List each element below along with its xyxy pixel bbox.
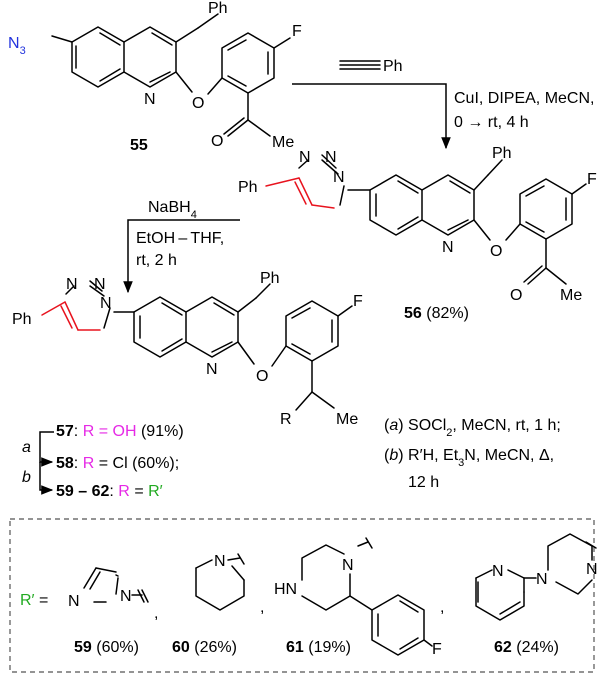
compound-56-o2: O — [510, 287, 522, 304]
product-n2: N — [94, 276, 106, 293]
step-2-time: rt, 2 h — [136, 252, 177, 269]
step-a-arrow — [39, 431, 54, 467]
product-o: O — [256, 368, 268, 385]
step-2-arrow — [123, 219, 240, 294]
compound-56-bonds — [369, 159, 587, 285]
compound-60-n: N — [214, 553, 226, 570]
compound-56: Ph N N N Ph N O F O Me 56 (82%) — [238, 145, 597, 322]
compound-61-f: F — [432, 641, 442, 658]
step-1: Ph CuI, DIPEA, MeCN, 0 → rt, 4 h — [292, 58, 594, 150]
compound-59-n1: N — [68, 593, 80, 610]
product-n1: N — [66, 276, 78, 293]
step-2: NaBH4 EtOH – THF, rt, 2 h — [123, 199, 240, 294]
comma-3: , — [440, 599, 444, 616]
product-bonds — [133, 283, 353, 411]
compound-61: HN N F 61 (19%) — [274, 537, 442, 658]
line-57: 57: R = OH (91%) — [56, 423, 184, 440]
compound-55-n: N — [144, 91, 156, 108]
step-1-cond-1: CuI, DIPEA, MeCN, — [454, 90, 594, 107]
compound-62-label: 62 (24%) — [494, 639, 559, 656]
step-2-reagent: NaBH4 — [148, 199, 197, 221]
alkyne-reagent-ph: Ph — [383, 58, 403, 75]
compound-56-n1: N — [299, 149, 311, 166]
compound-59-n2: N — [120, 588, 132, 605]
product-f: F — [353, 293, 363, 310]
compound-59-label: 59 (60%) — [74, 639, 139, 656]
compound-56-ph: Ph — [492, 145, 512, 162]
compound-55-bonds — [51, 13, 291, 137]
compound-56-ph-red: Ph — [238, 179, 258, 196]
line-58: 58: R = Cl (60%); — [56, 455, 179, 472]
compound-56-n: N — [442, 239, 454, 256]
compound-60-label: 60 (26%) — [172, 639, 237, 656]
step-2-solvent: EtOH – THF, — [136, 230, 224, 247]
compound-55-o2: O — [211, 133, 223, 150]
compound-56-me: Me — [560, 287, 582, 304]
rprime-box — [9, 518, 595, 673]
compound-56-n3: N — [325, 149, 337, 166]
compound-62-n2: N — [536, 571, 548, 588]
product-n: N — [206, 361, 218, 378]
compound-60: N 60 (26%) — [172, 553, 245, 656]
substituent-list: 57: R = OH (91%) 58: R = Cl (60%); 59 – … — [22, 423, 184, 500]
compound-61-label: 61 (19%) — [286, 639, 351, 656]
condition-b: (b) R′H, Et3N, MeCN, Δ, — [384, 447, 554, 469]
compound-59: N N 59 (60%) — [68, 567, 149, 656]
compound-56-triazole — [265, 154, 371, 209]
compound-55-number: 55 — [130, 137, 148, 154]
compound-56-n2: N — [333, 169, 345, 186]
comma-2: , — [260, 599, 264, 616]
product-ph-red: Ph — [12, 311, 32, 328]
compound-61-n: N — [342, 557, 354, 574]
compound-55-f: F — [292, 23, 302, 40]
compound-55-ph: Ph — [208, 0, 228, 17]
alkyne-reagent — [339, 60, 381, 70]
comma-1: , — [154, 605, 158, 622]
product-triazole — [41, 280, 135, 331]
product-me: Me — [336, 411, 358, 428]
product-r: R — [280, 411, 292, 428]
step-1-cond-2: 0 → rt, 4 h — [454, 114, 529, 131]
product-n3: N — [100, 295, 112, 312]
step-a-label: a — [22, 439, 31, 456]
compound-55: N3 Ph N O F O Me 55 — [8, 0, 302, 154]
compound-55-azide: N3 — [8, 35, 26, 57]
compound-56-f: F — [587, 171, 597, 188]
compound-56-label: 56 (82%) — [404, 305, 469, 322]
step-b-arrow — [39, 462, 54, 495]
step-1-arrow — [292, 83, 451, 150]
line-59-62: 59 – 62: R = R′ — [56, 483, 163, 500]
condition-b-time: 12 h — [408, 474, 439, 491]
compound-62: N N N 62 (24%) — [475, 533, 598, 656]
conditions: (a) SOCl2, MeCN, rt, 1 h; (b) R′H, Et3N,… — [384, 417, 561, 491]
compound-61-hn: HN — [274, 581, 297, 598]
compound-55-me: Me — [272, 134, 294, 151]
compound-62-n1: N — [492, 563, 504, 580]
step-b-label: b — [22, 469, 31, 486]
compound-55-o: O — [192, 95, 204, 112]
compound-57: Ph N N N Ph N O F R Me — [12, 270, 363, 428]
product-ph: Ph — [260, 270, 280, 287]
condition-a: (a) SOCl2, MeCN, rt, 1 h; — [384, 417, 561, 439]
compound-62-n3: N — [586, 561, 598, 578]
compound-56-o: O — [490, 243, 502, 260]
rprime-label: R′ = — [20, 592, 48, 609]
